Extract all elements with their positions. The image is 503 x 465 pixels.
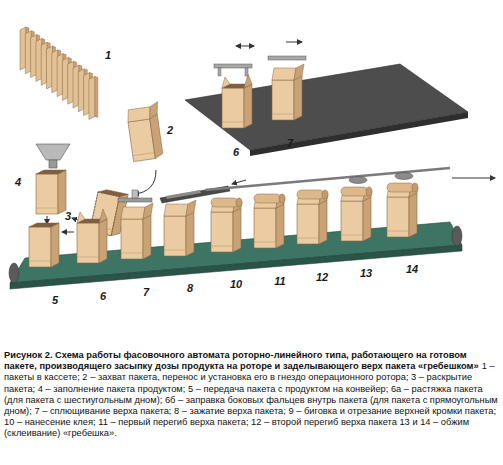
clamp-bar [232,180,246,184]
transfer-arrow [62,232,74,233]
dosing-hopper [49,160,57,168]
conveyor-packets [29,223,59,227]
conveyor-packets [341,197,371,241]
inset-packets [272,76,302,120]
caption-heading: Рисунок 2. Схема работы фасовочного авто… [4,350,479,371]
inset-tools [236,46,254,47]
filling-packet [36,170,66,214]
inset-tools [286,42,302,43]
callout-number: 13 [360,267,372,279]
cassette [20,27,98,119]
folding-rod [349,177,367,184]
inset-packets [222,84,252,128]
conveyor-packets [121,203,153,219]
conveyor-packets [211,198,242,212]
flattening-tool [118,198,152,202]
folding-rod [205,168,450,190]
conveyor-packets [164,212,194,256]
caption-key: 1 – пакеты в кассете; 2 – захват пакета,… [4,361,498,438]
conveyor-packets [297,190,328,204]
conveyor-packets [29,183,418,267]
flattening-tool [118,190,152,202]
figure-caption: Рисунок 2. Схема работы фасовочного авто… [4,350,499,440]
conveyor-packets [29,223,59,267]
conveyor-packets [254,194,285,208]
folding-rod [452,178,495,179]
filling-packet [36,170,66,174]
conveyor-packets [387,183,418,197]
callout-number: 14 [406,263,418,275]
conveyor-packets [77,219,107,263]
conveyor-packets [297,200,327,244]
inset-tools [214,42,306,76]
machine-illustration [0,0,503,345]
conveyor-packets [254,204,284,248]
dosing-hopper [36,144,70,160]
conveyor [452,226,462,246]
callout-number: 12 [316,271,328,283]
callout-number: 6 [100,290,106,302]
callout-number: 8 [187,282,193,294]
conveyor [9,263,19,283]
callout-number: 5 [52,294,58,306]
inset-tools [214,64,252,68]
folding-rod [395,173,413,180]
inset-tools [218,68,221,76]
filling-packet [36,170,66,214]
dosing-hopper [36,144,70,168]
clamp-bar [166,190,201,199]
callout-number: 10 [230,278,242,290]
flattening-tool [132,190,138,198]
illustration: 1 6 7 2 3 4 5 6 7 8 10 11 12 13 14 [0,0,503,345]
conveyor-packets [211,208,241,252]
inset-packets [272,64,304,80]
clamp-bar [160,180,246,203]
conveyor-packets [121,215,151,259]
callout-number: 11 [274,275,285,287]
cassette [89,76,98,119]
callout-number: 4 [15,176,21,188]
callout-number: 1 [105,49,111,61]
folding-rod [205,168,495,190]
callout-number: 3 [65,210,71,222]
conveyor-packets [387,193,417,237]
callout-number: 7 [143,286,149,298]
gripped-packet [126,102,160,122]
conveyor-packets [77,209,107,223]
conveyor-packets [164,200,196,216]
inset-platform [185,64,468,156]
conveyor-packets [341,187,372,201]
inset-tools [245,68,248,76]
callout-number: 7 [287,137,293,149]
callout-number: 2 [167,124,173,136]
gripped-packet [126,102,165,162]
opened-packet [98,188,128,198]
inset-tools [268,56,306,60]
inset-packets [222,64,304,128]
callout-number: 6 [233,146,239,158]
